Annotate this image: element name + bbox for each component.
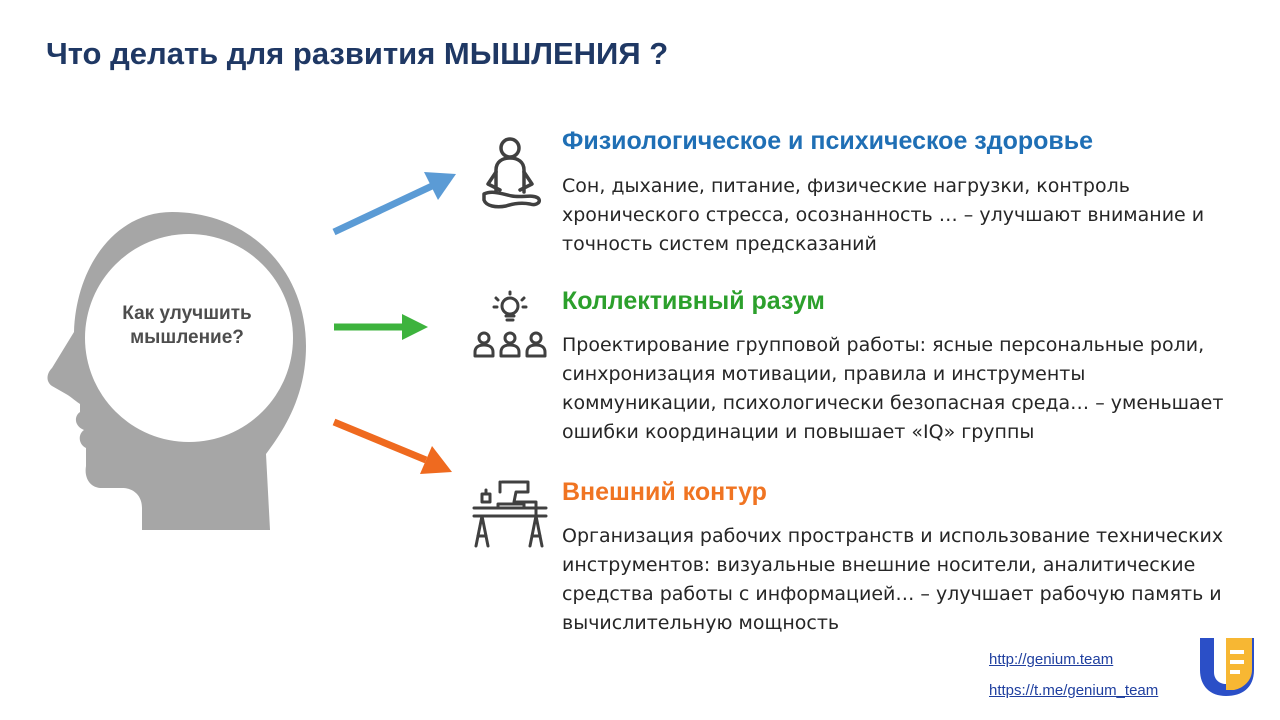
section-collective-text: Проектирование групповой работы: ясные п… [562,334,1224,443]
workspace-desk-icon [472,478,552,558]
head-label-line2: мышление? [130,327,244,348]
arrows-group [332,172,456,474]
meditation-person-icon [472,134,552,214]
head-label-line1: Как улучшить [122,303,252,324]
website-link[interactable]: http://genium.team [989,651,1114,668]
section-collective-title: Коллективный разум [562,287,825,315]
section-external-text: Организация рабочих пространств и исполь… [562,525,1224,634]
head-label: Как улучшить мышление? [92,302,282,350]
arrow-blue [332,172,456,236]
telegram-link[interactable]: https://t.me/genium_team [989,682,1159,699]
section-health-title: Физиологическое и психическое здоровье [562,127,1094,155]
genium-logo-icon [1196,632,1256,698]
team-idea-icon [472,290,552,370]
section-health-text: Сон, дыхание, питание, физические нагруз… [562,175,1205,255]
page-title: Что делать для развития МЫШЛЕНИЯ ? [46,36,669,71]
arrow-green [334,314,428,340]
arrow-orange [332,418,452,474]
section-external-title: Внешний контур [562,478,767,506]
head-silhouette-icon [44,208,324,538]
